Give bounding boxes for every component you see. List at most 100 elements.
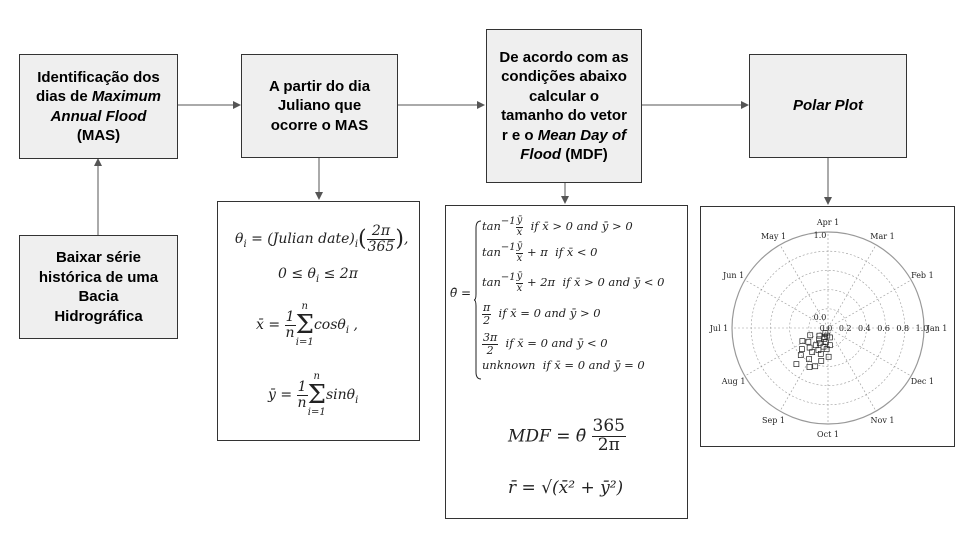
ybar-sum-bottom: i=1 [307,407,326,418]
download-line1: Baixar série [55,249,142,266]
conditions-box: De acordo com as condições abaixo calcul… [486,29,642,183]
case-sup: −1 [500,242,516,253]
case-text: unknown [482,358,536,372]
conditions-line2: condições abaixo [501,68,627,85]
identify-line3: Annual Flood [50,107,147,125]
case-frac-den: x̄ [516,252,523,264]
julian-day-box: A partir do dia Juliano que ocorre o MAS [241,54,398,158]
case-cond: if x̄ > 0 and ȳ < 0 [562,275,665,289]
data-point [816,332,823,339]
ybar-one: 1 [296,378,308,396]
case-cond: if x̄ > 0 and ȳ > 0 [530,219,633,233]
month-label: Aug 1 [721,377,746,386]
case-sup: −1 [500,216,516,227]
data-point [822,339,829,346]
month-label: Oct 1 [817,430,839,439]
polar-plot-label: Polar Plot [792,97,863,115]
conditions-line3: calcular o [528,87,600,105]
data-point [812,363,819,370]
month-label: Mar 1 [870,232,894,241]
case-fn: tan [482,275,501,289]
data-point [816,336,822,343]
mdf-lhs: MDF = θ̄ [508,426,587,447]
julian-line3: ocorre o MAS [270,116,369,134]
identify-line2a: dias de [35,88,92,105]
two-pi: 2π [366,224,396,240]
ybar-sub: i [355,395,359,406]
data-point [799,338,806,344]
month-label: Jun 1 [722,271,744,280]
range-lhs: 0 ≤ θ [278,266,316,282]
ybar-sum-top: n [313,371,320,382]
month-label: Jan 1 [926,324,948,333]
data-point [825,353,832,360]
range-rhs: ≤ 2π [319,266,358,282]
radial-tick-label: 0.6 [877,324,890,333]
case-den: 2 [486,343,494,357]
data-point [816,340,823,347]
data-point [806,364,813,370]
case-den: 2 [483,313,491,327]
conditions-line6b: (MDF) [561,146,608,163]
range-sub: i [315,274,320,285]
radial-tick-label-vertical: 0.0 [814,313,827,322]
download-line2: histórica de uma [38,268,159,286]
polar-spoke [827,279,912,329]
month-label: Nov 1 [871,416,895,425]
data-point [818,358,825,364]
polar-ring [789,289,867,367]
theta-eq: = (Julian date) [246,231,355,248]
conditions-line5b: Mean Day of [537,126,627,144]
case-num: 3π [482,331,499,345]
month-label: May 1 [761,232,786,241]
ybar-sin: sinθ [325,387,356,403]
r-rhs: √(x̄² + ȳ²) [541,478,624,498]
polar-ring [731,231,925,425]
case-cond: if x̄ = 0 and ȳ = 0 [542,358,645,372]
data-point [806,344,813,351]
xbar-sub: i [345,325,350,336]
data-point [797,352,804,358]
r-lhs: r̄ = [508,478,542,498]
xbar-sum-sign: Σ [295,310,314,340]
polar-ring [808,308,848,348]
theta-range: 0 ≤ θi ≤ 2π [278,266,358,285]
xbar-one: 1 [284,308,296,326]
cases-brace [473,220,482,383]
xbar-sum-bottom: i=1 [295,337,314,348]
radial-tick-label: 0.4 [858,324,871,333]
radial-tick-label: 0.8 [896,324,909,333]
julian-line1: A partir do dia [268,77,371,95]
data-point [817,351,824,357]
month-label: Apr 1 [816,218,839,227]
conditions-line6a: Flood [520,146,562,163]
xbar-cos: cosθ [313,317,346,333]
theta-sub: i [243,239,247,251]
mdf-num: 365 [591,416,626,437]
theta-bar-lhs: θ̄ = [450,286,472,300]
case-frac-num: ȳ [515,215,524,228]
conditions-line5a: r e o [501,126,538,144]
polar-spoke [827,327,877,412]
data-point [807,332,814,339]
identify-line2b: Maximum [91,88,162,105]
julian-line2: Juliano que [277,97,362,115]
polar-plot-box: Polar Plot [749,54,907,158]
polar-spoke [827,244,877,329]
data-point [805,338,812,345]
data-point [812,342,819,349]
case-fn: tan [482,219,501,233]
conditions-line1: De acordo com as [499,48,629,66]
identify-mas-box: Identificação dos dias de Maximum Annual… [19,54,178,159]
